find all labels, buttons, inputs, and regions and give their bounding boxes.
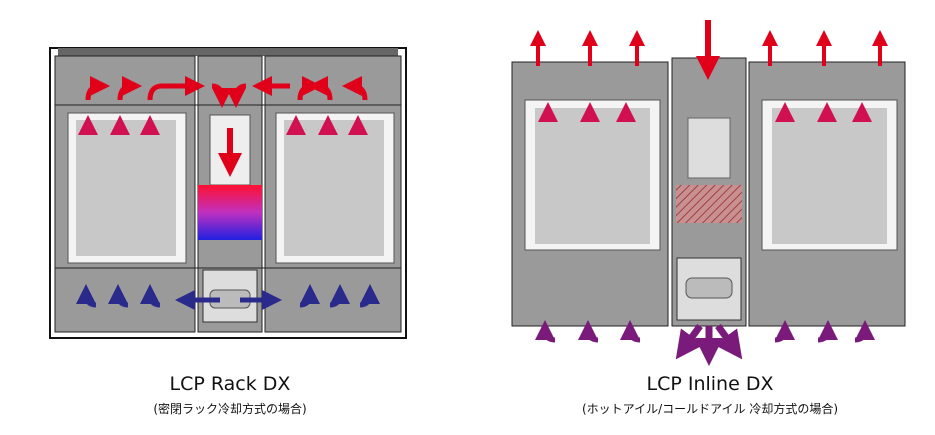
hot-air-exhaust-arrows	[530, 20, 888, 80]
left-diagram-subtitle: (密閉ラック冷却方式の場合)	[153, 402, 307, 416]
server-right	[275, 112, 395, 264]
heat-exchanger	[198, 114, 262, 240]
right-diagram-title: LCP Inline DX	[646, 373, 774, 395]
lcp-rack-dx-diagram	[49, 47, 407, 339]
server-left	[524, 99, 661, 251]
server-left	[67, 112, 187, 264]
cold-air-arrows-bottom	[76, 284, 380, 310]
lcp-inline-dx-diagram	[511, 20, 906, 366]
hot-air-arrows-top	[85, 76, 368, 108]
fan-unit	[676, 257, 742, 321]
cold-air-intake-arrows	[535, 320, 875, 366]
heat-exchanger	[676, 117, 742, 223]
server-right	[761, 99, 898, 251]
right-diagram-subtitle: (ホットアイル/コールドアイル 冷却方式の場合)	[581, 402, 839, 416]
fan-unit	[202, 269, 258, 323]
left-diagram-title: LCP Rack DX	[169, 373, 291, 395]
